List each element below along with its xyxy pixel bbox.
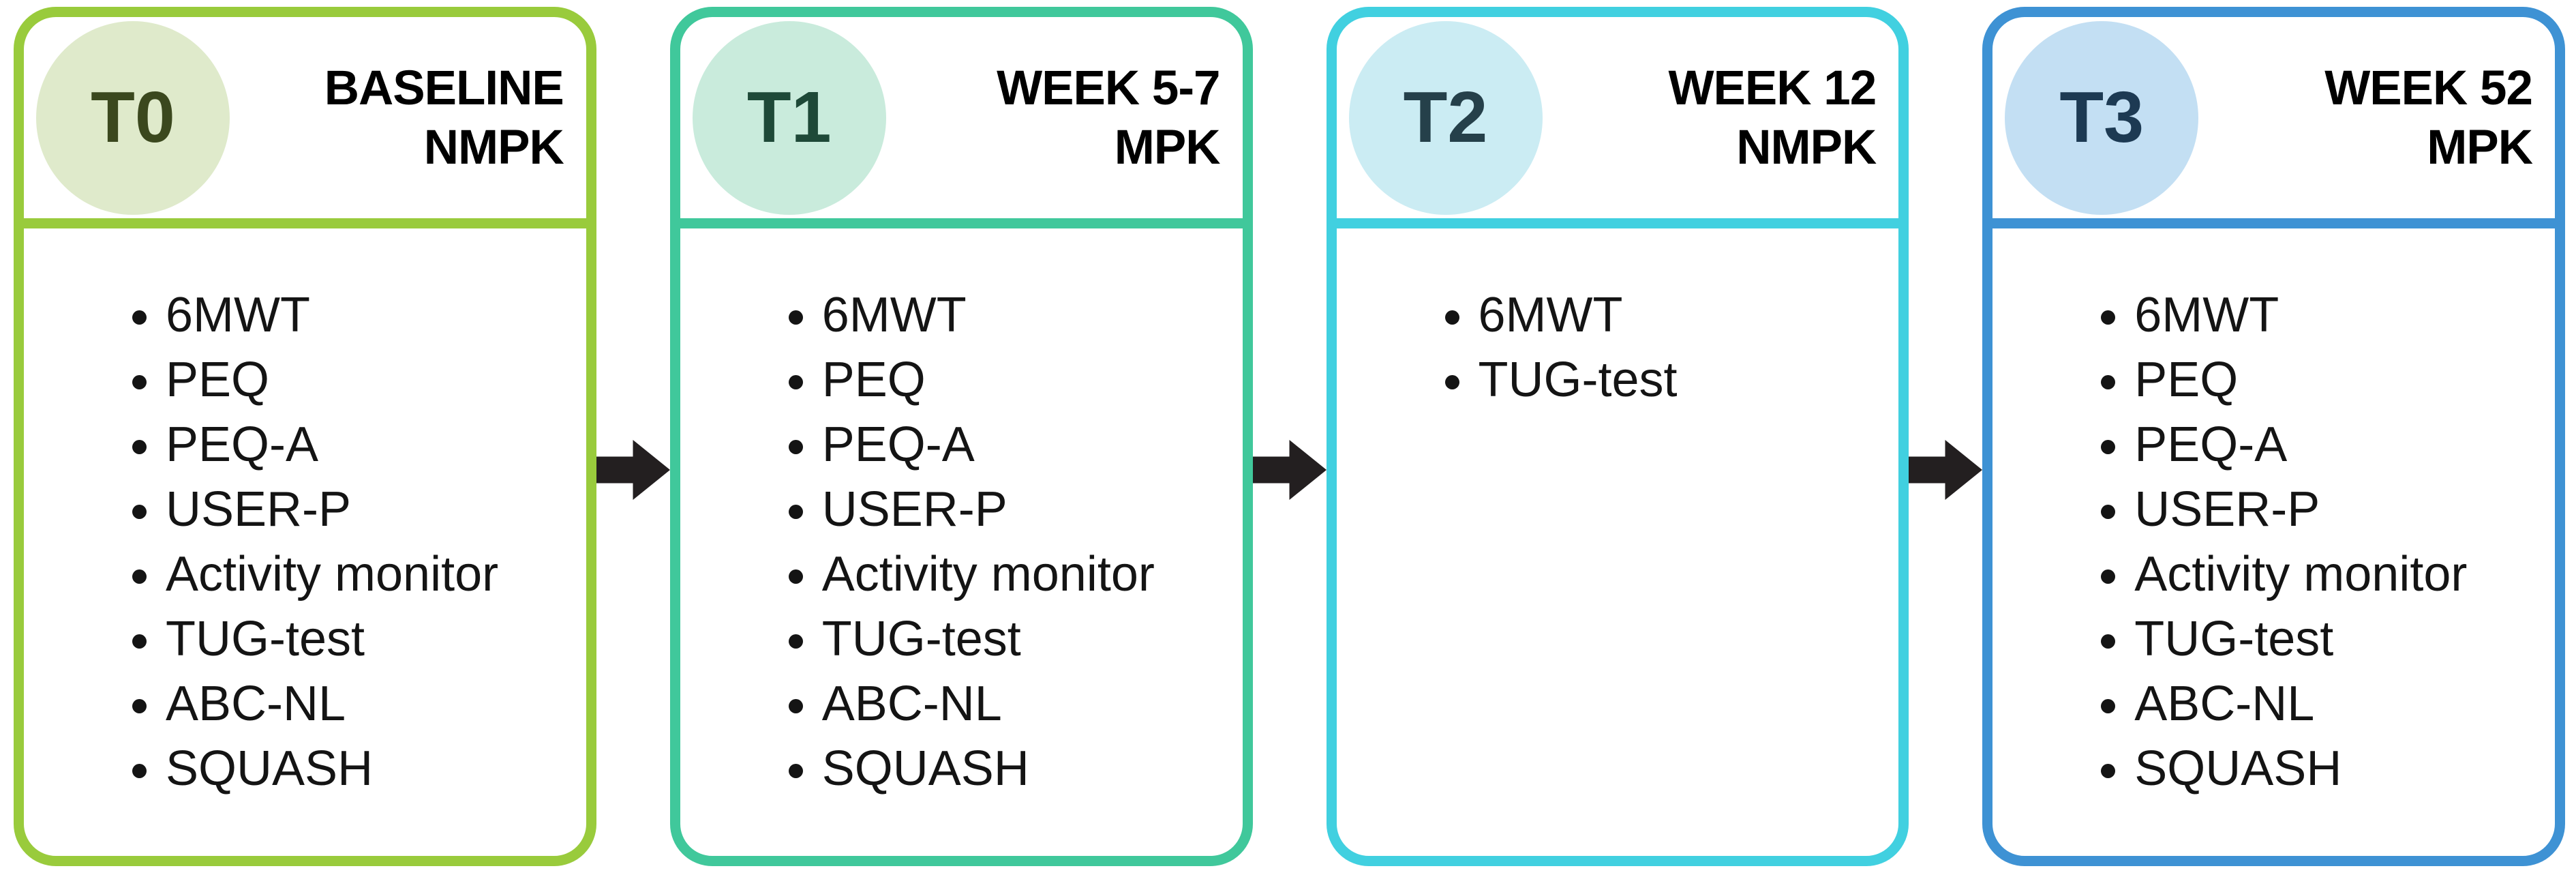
list-item: 6MWT <box>1479 283 1899 348</box>
timepoint-label: T2 <box>1403 77 1488 158</box>
timing-line2: MPK <box>1114 120 1221 175</box>
list-item: SQUASH <box>2134 737 2555 801</box>
list-item: Activity monitor <box>2134 542 2555 607</box>
card-header: T2 WEEK 12 NMPK <box>1336 17 1899 228</box>
card-t0: T0 BASELINE NMPK 6MWTPEQPEQ-AUSER-PActiv… <box>14 7 596 866</box>
timing-label: BASELINE NMPK <box>324 59 564 177</box>
timepoint-circle: T1 <box>692 20 886 215</box>
list-item: ABC-NL <box>166 672 586 737</box>
card-body: 6MWTTUG-test <box>1337 228 1899 856</box>
card-header: T3 WEEK 52 MPK <box>1992 17 2555 228</box>
measurement-list: 6MWTPEQPEQ-AUSER-PActivity monitorTUG-te… <box>24 283 586 801</box>
timepoint-circle: T2 <box>1348 20 1543 215</box>
timing-line2: NMPK <box>423 120 564 175</box>
card-t3: T3 WEEK 52 MPK 6MWTPEQPEQ-AUSER-PActivit… <box>1982 7 2565 866</box>
card-body: 6MWTPEQPEQ-AUSER-PActivity monitorTUG-te… <box>680 228 1243 856</box>
measurement-list: 6MWTTUG-test <box>1337 283 1899 413</box>
timing-label: WEEK 5-7 MPK <box>997 59 1221 177</box>
timing-line2: NMPK <box>1736 120 1877 175</box>
right-arrow-icon <box>1252 440 1327 500</box>
list-item: TUG-test <box>1479 348 1899 413</box>
list-item: SQUASH <box>822 737 1243 801</box>
list-item: 6MWT <box>2134 283 2555 348</box>
list-item: TUG-test <box>822 607 1243 672</box>
timing-line1: WEEK 12 <box>1668 61 1877 115</box>
arrow-gap <box>1252 7 1327 866</box>
card-header: T0 BASELINE NMPK <box>24 17 586 228</box>
list-item: ABC-NL <box>822 672 1243 737</box>
list-item: TUG-test <box>2134 607 2555 672</box>
timing-line2: MPK <box>2427 120 2533 175</box>
list-item: USER-P <box>166 477 586 542</box>
list-item: USER-P <box>822 477 1243 542</box>
card-header: T1 WEEK 5-7 MPK <box>680 17 1243 228</box>
list-item: Activity monitor <box>822 542 1243 607</box>
card-body: 6MWTPEQPEQ-AUSER-PActivity monitorTUG-te… <box>1992 228 2555 856</box>
list-item: PEQ-A <box>2134 413 2555 477</box>
timepoint-label: T0 <box>91 77 175 158</box>
arrow-gap <box>1909 7 1983 866</box>
list-item: PEQ <box>822 348 1243 413</box>
card-t2: T2 WEEK 12 NMPK 6MWTTUG-test <box>1326 7 1909 866</box>
list-item: 6MWT <box>166 283 586 348</box>
right-arrow-icon <box>596 440 670 500</box>
list-item: USER-P <box>2134 477 2555 542</box>
timing-label: WEEK 52 MPK <box>2324 59 2533 177</box>
arrow-gap <box>596 7 670 866</box>
list-item: PEQ-A <box>166 413 586 477</box>
list-item: PEQ <box>2134 348 2555 413</box>
measurement-list: 6MWTPEQPEQ-AUSER-PActivity monitorTUG-te… <box>680 283 1243 801</box>
timepoint-circle: T3 <box>2005 20 2199 215</box>
card-t1: T1 WEEK 5-7 MPK 6MWTPEQPEQ-AUSER-PActivi… <box>669 7 1253 866</box>
timing-line1: WEEK 5-7 <box>997 61 1220 115</box>
timing-label: WEEK 12 NMPK <box>1669 59 1877 177</box>
timing-line1: BASELINE <box>324 61 564 115</box>
list-item: PEQ-A <box>822 413 1243 477</box>
timepoint-circle: T0 <box>36 20 230 215</box>
list-item: TUG-test <box>166 607 586 672</box>
list-item: PEQ <box>166 348 586 413</box>
card-body: 6MWTPEQPEQ-AUSER-PActivity monitorTUG-te… <box>24 228 586 856</box>
list-item: SQUASH <box>166 737 586 801</box>
list-item: Activity monitor <box>166 542 586 607</box>
timing-line1: WEEK 52 <box>2324 61 2533 115</box>
list-item: ABC-NL <box>2134 672 2555 737</box>
timepoint-label: T1 <box>746 77 832 158</box>
timepoint-label: T3 <box>2059 77 2145 158</box>
list-item: 6MWT <box>822 283 1243 348</box>
measurement-list: 6MWTPEQPEQ-AUSER-PActivity monitorTUG-te… <box>1992 283 2555 801</box>
right-arrow-icon <box>1909 440 1983 500</box>
